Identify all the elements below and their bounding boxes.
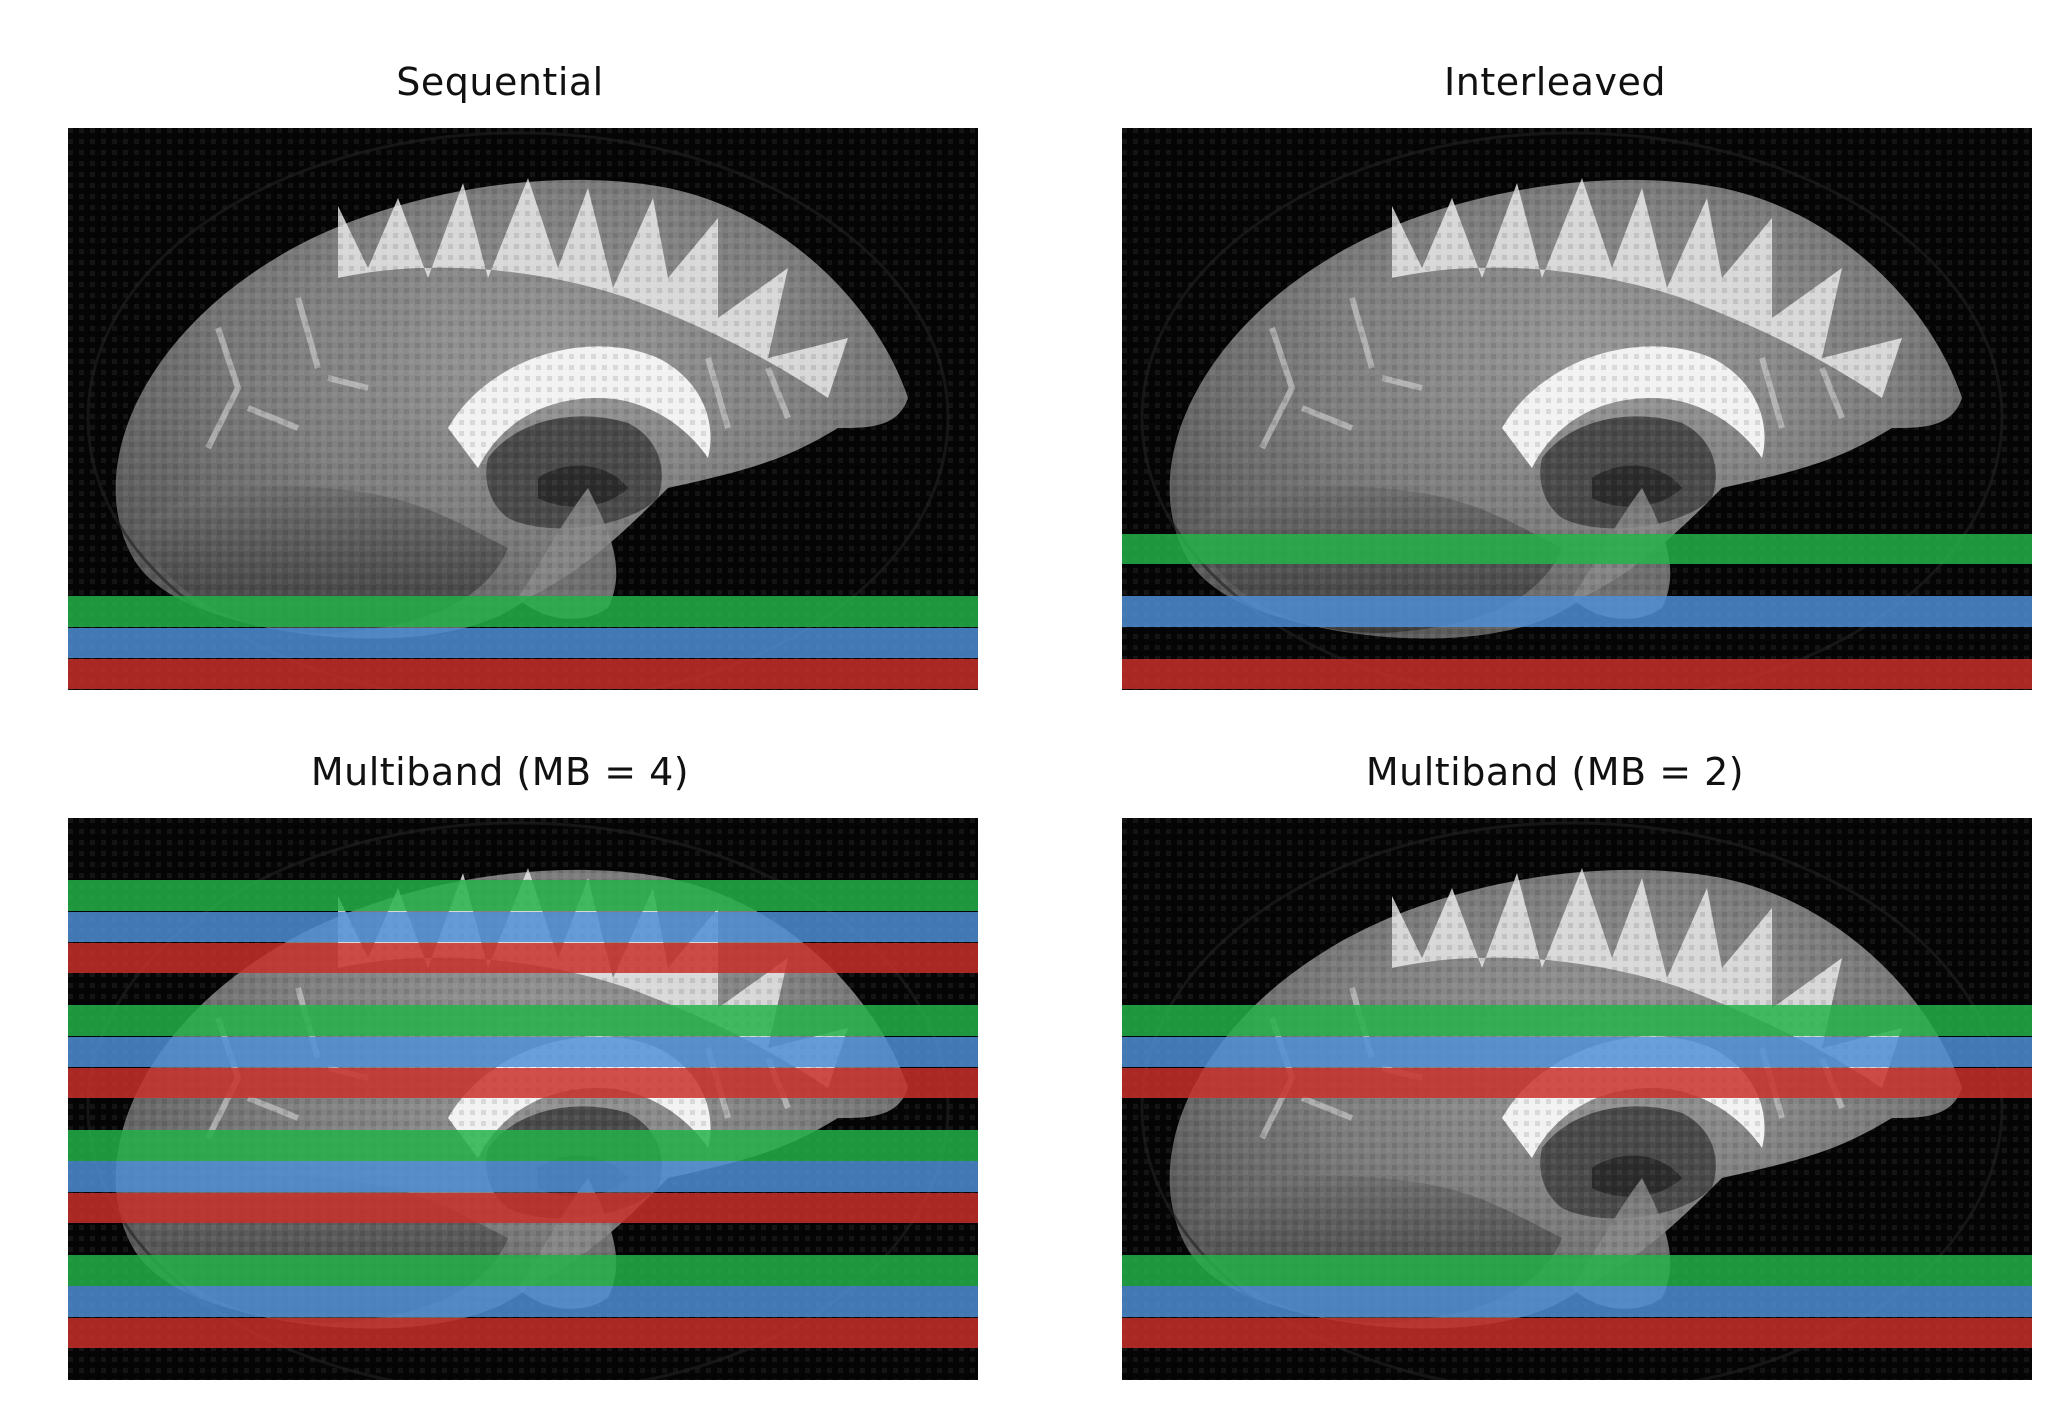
slice-band-blue xyxy=(68,1286,978,1317)
panel-multiband-4 xyxy=(68,818,978,1380)
slice-band-red xyxy=(68,1067,978,1099)
slice-band-red xyxy=(68,1192,978,1224)
slice-band-red xyxy=(1122,1317,2032,1349)
slice-bands xyxy=(68,818,978,1380)
panel-title-multiband-2: Multiband (MB = 2) xyxy=(1365,750,1745,794)
slice-band-green xyxy=(1122,1005,2032,1036)
slice-band-blue xyxy=(1122,1036,2032,1068)
slice-band-blue xyxy=(68,1036,978,1068)
slice-band-blue xyxy=(68,911,978,943)
slice-band-blue xyxy=(68,627,978,659)
panel-title-multiband-4: Multiband (MB = 4) xyxy=(310,750,690,794)
slice-band-green xyxy=(68,1255,978,1286)
slice-bands xyxy=(1122,818,2032,1380)
slice-band-green xyxy=(68,596,978,627)
slice-band-green xyxy=(1122,533,2032,565)
slice-band-blue xyxy=(1122,1286,2032,1317)
slice-band-red xyxy=(1122,1067,2032,1099)
panel-interleaved xyxy=(1122,128,2032,690)
slice-band-green xyxy=(68,1005,978,1036)
slice-band-red xyxy=(68,658,978,690)
slice-band-red xyxy=(1122,658,2032,690)
slice-band-blue xyxy=(1122,596,2032,627)
slice-bands xyxy=(68,128,978,690)
slice-band-green xyxy=(68,880,978,912)
slice-band-green xyxy=(68,1130,978,1161)
slice-band-red xyxy=(68,942,978,974)
panel-title-interleaved: Interleaved xyxy=(1444,60,1666,104)
slice-bands xyxy=(1122,128,2032,690)
panel-multiband-2 xyxy=(1122,818,2032,1380)
slice-band-green xyxy=(1122,1255,2032,1286)
panel-sequential xyxy=(68,128,978,690)
slice-band-red xyxy=(68,1317,978,1349)
slice-band-blue xyxy=(68,1161,978,1193)
panel-title-sequential: Sequential xyxy=(396,60,604,104)
